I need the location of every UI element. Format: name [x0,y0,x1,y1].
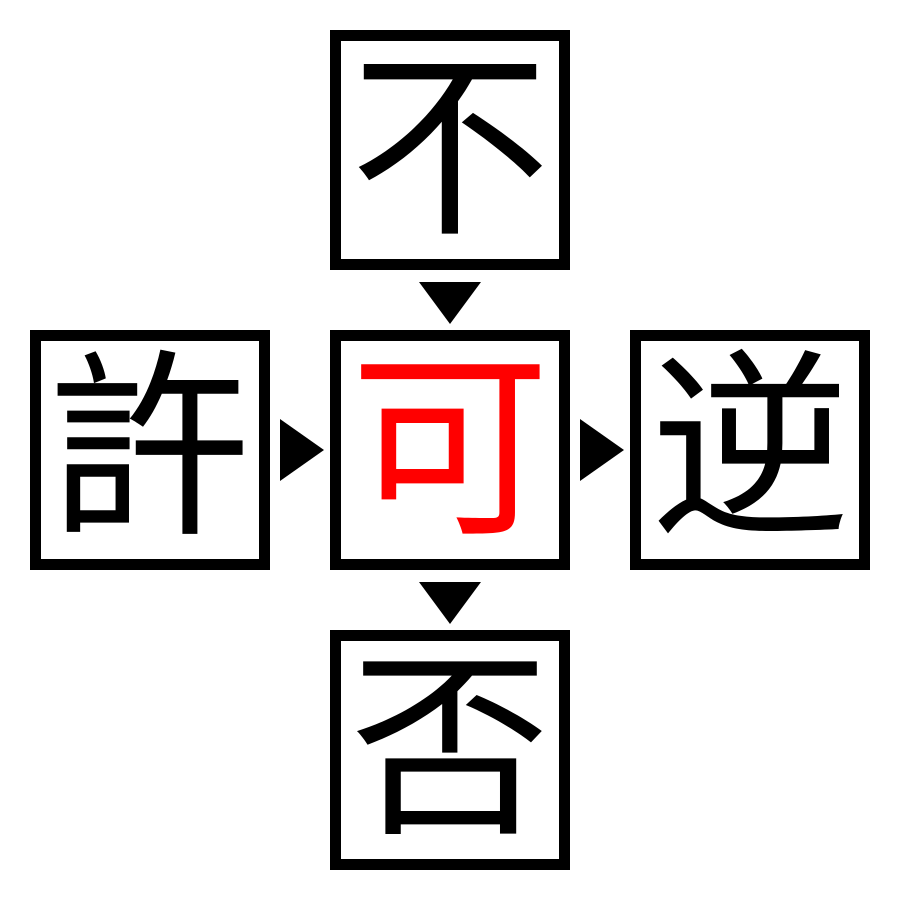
kanji-char-top: 不 [349,33,550,266]
kanji-char-bottom: 否 [349,633,550,866]
kanji-box-left: 許 [30,330,270,570]
arrow-center-to-bottom-icon [419,582,481,624]
arrow-left-to-center-icon [280,419,324,481]
kanji-box-top: 不 [330,30,570,270]
kanji-char-center: 可 [349,333,550,566]
kanji-box-bottom: 否 [330,630,570,870]
arrow-center-to-right-icon [580,419,624,481]
kanji-box-right: 逆 [630,330,870,570]
arrow-top-to-center-icon [419,282,481,324]
kanji-box-center: 可 [330,330,570,570]
kanji-char-left: 許 [49,333,250,566]
kanji-char-right: 逆 [649,333,850,566]
